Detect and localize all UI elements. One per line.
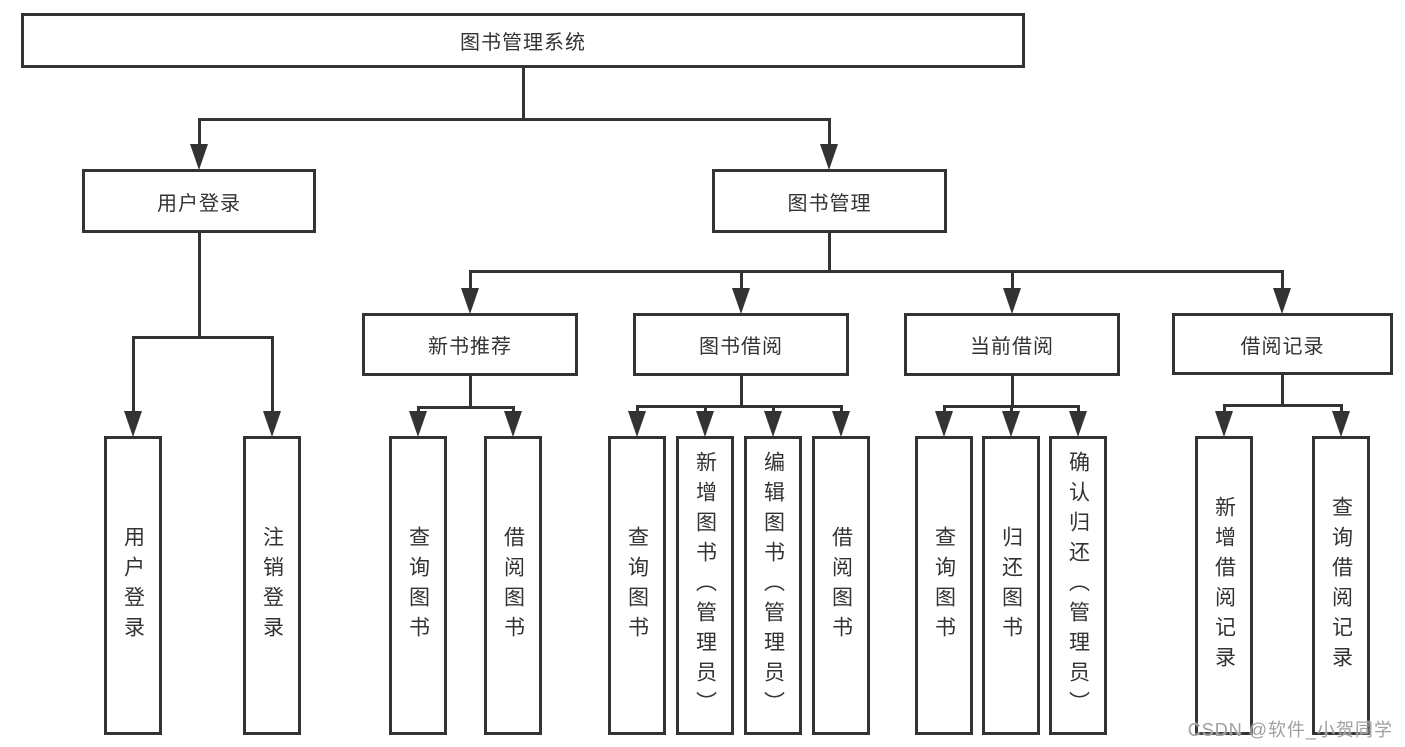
node-label-v-edit-book: 编辑图书（管理员）	[761, 450, 785, 721]
connector-line	[1011, 271, 1014, 293]
connector-line	[417, 406, 515, 409]
node-book-mgmt: 图书管理	[712, 169, 947, 233]
connector-line	[469, 270, 1284, 273]
connector-arrow-down-icon	[1273, 288, 1291, 314]
node-v-query-book-3: 查询图书	[915, 436, 973, 735]
connector-arrow-down-icon	[1215, 411, 1233, 437]
node-label-current-borrow: 当前借阅	[970, 336, 1054, 358]
node-label-new-book-rec: 新书推荐	[428, 336, 512, 358]
node-v-user-login: 用户登录	[104, 436, 162, 735]
connector-line	[1281, 375, 1284, 405]
connector-arrow-down-icon	[461, 288, 479, 314]
node-v-add-borrow-record: 新增借阅记录	[1195, 436, 1253, 735]
node-label-v-query-book-2: 查询图书	[625, 525, 649, 646]
connector-arrow-down-icon	[1069, 411, 1087, 437]
node-label-book-mgmt: 图书管理	[787, 192, 872, 215]
connector-line	[636, 405, 843, 408]
node-v-add-book: 新增图书（管理员）	[676, 436, 734, 735]
connector-line	[1340, 405, 1343, 416]
node-v-query-borrow-record: 查询借阅记录	[1312, 436, 1370, 735]
connector-line	[1281, 271, 1284, 293]
node-root: 图书管理系统	[21, 13, 1025, 68]
connector-line	[198, 233, 201, 337]
node-label-v-confirm-return: 确认归还（管理员）	[1066, 450, 1090, 721]
node-label-v-query-borrow-record: 查询借阅记录	[1329, 495, 1353, 676]
connector-line	[740, 271, 743, 293]
node-label-user-login: 用户登录	[157, 192, 241, 215]
node-label-v-borrow-book-1: 借阅图书	[501, 525, 525, 646]
connector-arrow-down-icon	[190, 144, 208, 170]
connector-line	[1223, 404, 1343, 407]
connector-line	[132, 337, 135, 416]
node-label-v-user-login: 用户登录	[121, 525, 145, 646]
node-v-confirm-return: 确认归还（管理员）	[1049, 436, 1107, 735]
node-label-root: 图书管理系统	[460, 32, 586, 54]
connector-line	[198, 119, 201, 149]
connector-line	[1223, 405, 1226, 416]
node-label-borrow-records: 借阅记录	[1240, 335, 1325, 358]
connector-arrow-down-icon	[409, 411, 427, 437]
connector-arrow-down-icon	[504, 411, 522, 437]
node-label-v-logout: 注销登录	[260, 525, 284, 646]
node-v-query-book-2: 查询图书	[608, 436, 666, 735]
connector-arrow-down-icon	[1003, 288, 1021, 314]
connector-arrow-down-icon	[628, 411, 646, 437]
connector-arrow-down-icon	[832, 411, 850, 437]
node-borrow-records: 借阅记录	[1172, 313, 1393, 375]
node-book-borrow: 图书借阅	[633, 313, 849, 376]
connector-line	[198, 118, 831, 121]
node-current-borrow: 当前借阅	[904, 313, 1120, 376]
connector-line	[740, 376, 743, 406]
connector-arrow-down-icon	[820, 144, 838, 170]
watermark: CSDN @软件_小贺同学	[1187, 720, 1393, 740]
connector-arrow-down-icon	[732, 288, 750, 314]
connector-arrow-down-icon	[1002, 411, 1020, 437]
connector-line	[522, 68, 525, 119]
connector-arrow-down-icon	[1332, 411, 1350, 437]
connector-arrow-down-icon	[263, 411, 281, 437]
node-label-v-add-book: 新增图书（管理员）	[693, 450, 717, 721]
node-label-v-return-book: 归还图书	[999, 525, 1023, 646]
connector-line	[1011, 376, 1014, 406]
connector-line	[469, 271, 472, 293]
node-label-v-add-borrow-record: 新增借阅记录	[1212, 495, 1236, 676]
node-v-borrow-book-1: 借阅图书	[484, 436, 542, 735]
node-v-logout: 注销登录	[243, 436, 301, 735]
node-label-v-borrow-book-2: 借阅图书	[829, 525, 853, 646]
connector-line	[828, 119, 831, 149]
connector-line	[132, 336, 274, 339]
connector-arrow-down-icon	[696, 411, 714, 437]
connector-arrow-down-icon	[124, 411, 142, 437]
node-label-v-query-book-1: 查询图书	[406, 525, 430, 646]
node-new-book-rec: 新书推荐	[362, 313, 578, 376]
node-label-book-borrow: 图书借阅	[699, 336, 783, 358]
connector-line	[828, 233, 831, 271]
node-v-edit-book: 编辑图书（管理员）	[744, 436, 802, 735]
connector-arrow-down-icon	[935, 411, 953, 437]
connector-line	[271, 337, 274, 416]
node-label-v-query-book-3: 查询图书	[932, 525, 956, 646]
connector-arrow-down-icon	[764, 411, 782, 437]
node-user-login: 用户登录	[82, 169, 316, 233]
connector-line	[469, 376, 472, 407]
node-v-borrow-book-2: 借阅图书	[812, 436, 870, 735]
node-v-query-book-1: 查询图书	[389, 436, 447, 735]
node-v-return-book: 归还图书	[982, 436, 1040, 735]
